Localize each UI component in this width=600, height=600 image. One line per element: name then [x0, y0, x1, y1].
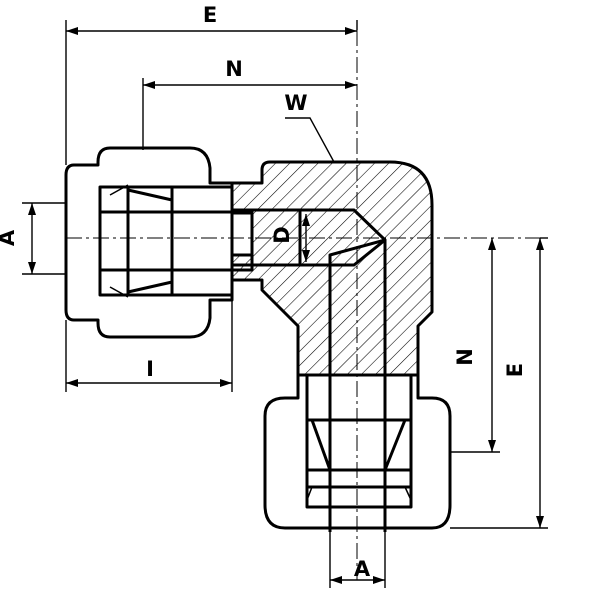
dim-label-a-left: A	[0, 229, 19, 246]
dim-label-e-right: E	[503, 363, 527, 377]
dim-label-a-bottom: A	[354, 557, 371, 581]
dim-label-n-right: N	[453, 348, 477, 366]
left-nut	[64, 146, 254, 339]
bottom-nut	[263, 373, 452, 532]
elbow-body	[230, 160, 434, 377]
dim-label-d: D	[270, 226, 294, 243]
dim-label-n-top: N	[225, 57, 243, 81]
dim-label-i: I	[146, 357, 154, 381]
dimension-lines	[22, 20, 548, 588]
dim-label-w: W	[284, 91, 307, 115]
dim-label-e-top: E	[203, 3, 217, 27]
